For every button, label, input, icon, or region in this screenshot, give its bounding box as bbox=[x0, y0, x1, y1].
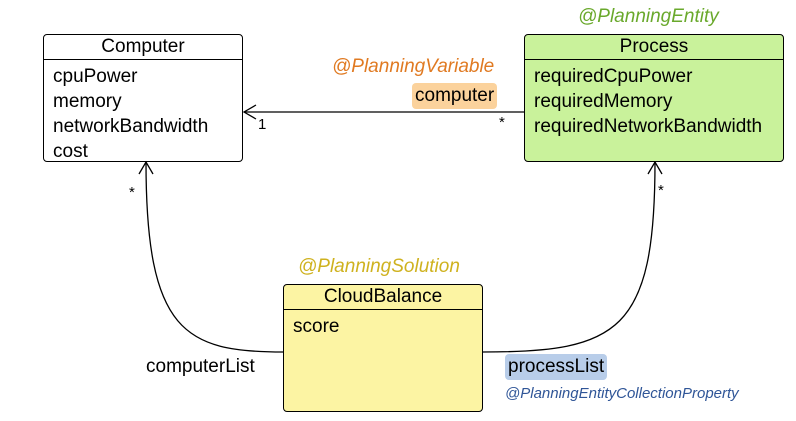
process-list-arrowhead bbox=[647, 160, 663, 175]
multiplicity-many-computer: * bbox=[129, 184, 135, 201]
multiplicity-many-process: * bbox=[499, 114, 505, 131]
planning-entity-annotation: @PlanningEntity bbox=[578, 6, 719, 27]
cloudbalance-class-box: CloudBalance score bbox=[283, 284, 483, 412]
computer-relation-label: computer bbox=[412, 83, 498, 109]
computer-class-box: Computer cpuPower memory networkBandwidt… bbox=[43, 34, 243, 162]
planning-solution-annotation: @PlanningSolution bbox=[298, 256, 460, 277]
computer-field: networkBandwidth bbox=[53, 116, 209, 137]
process-class-name: Process bbox=[525, 35, 783, 60]
computer-list-line bbox=[145, 161, 284, 353]
process-fields: requiredCpuPower requiredMemory required… bbox=[525, 60, 783, 139]
computer-class-name: Computer bbox=[44, 35, 242, 60]
computer-list-label: computerList bbox=[146, 356, 255, 377]
cloudbalance-class-name: CloudBalance bbox=[284, 285, 482, 310]
process-list-label: processList bbox=[505, 354, 608, 380]
computer-fields: cpuPower memory networkBandwidth cost bbox=[44, 60, 242, 162]
process-field: requiredMemory bbox=[534, 91, 673, 112]
computer-field: cost bbox=[53, 141, 88, 162]
computer-association-arrowhead bbox=[242, 104, 257, 120]
process-list-line bbox=[482, 161, 656, 353]
process-class-box: Process requiredCpuPower requiredMemory … bbox=[524, 34, 784, 162]
planning-variable-annotation: @PlanningVariable bbox=[332, 56, 495, 77]
computer-list-arrowhead bbox=[138, 160, 154, 175]
computer-field: cpuPower bbox=[53, 66, 138, 87]
computer-field: memory bbox=[53, 91, 122, 112]
cloudbalance-fields: score bbox=[284, 310, 482, 339]
multiplicity-one: 1 bbox=[258, 116, 267, 133]
multiplicity-many-processlist: * bbox=[658, 182, 664, 199]
entity-collection-property-annotation: @PlanningEntityCollectionProperty bbox=[505, 385, 739, 402]
process-field: requiredNetworkBandwidth bbox=[534, 116, 763, 137]
process-field: requiredCpuPower bbox=[534, 66, 693, 87]
cloudbalance-field: score bbox=[293, 316, 340, 337]
